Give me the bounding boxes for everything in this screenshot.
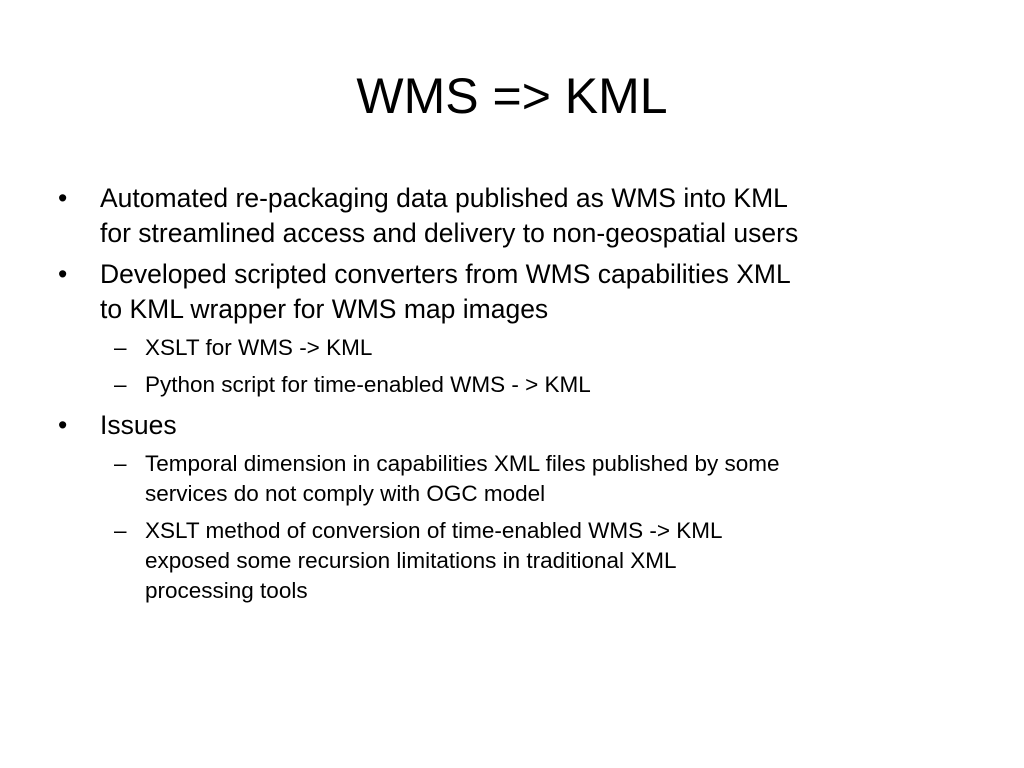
sub-bullet-item: – XSLT for WMS -> KML [58,333,978,363]
sub-bullet-text-line: processing tools [145,578,308,603]
dash-marker: – [114,451,127,476]
bullet-marker: • [58,259,68,289]
sub-bullet-item: – XSLT method of conversion of time-enab… [58,516,978,606]
bullet-item: • Developed scripted converters from WMS… [58,257,978,327]
dash-marker: – [114,518,127,543]
sub-bullet-text-line: services do not comply with OGC model [145,481,546,506]
dash-marker: – [114,335,127,360]
bullet-marker: • [58,183,68,213]
bullet-text-line: Automated re-packaging data published as… [100,183,788,213]
sub-bullet-item: – Temporal dimension in capabilities XML… [58,449,978,509]
dash-marker: – [114,372,127,397]
bullet-text-line: Issues [100,410,177,440]
bullet-marker: • [58,410,68,440]
sub-bullet-text: XSLT for WMS -> KML [145,335,373,360]
bullet-item: • Automated re-packaging data published … [58,181,978,251]
sub-bullet-text-line: Temporal dimension in capabilities XML f… [145,451,780,476]
slide-title: WMS => KML [356,68,668,124]
sub-bullet-text: Python script for time-enabled WMS - > K… [145,372,591,397]
bullet-text-line: Developed scripted converters from WMS c… [100,259,791,289]
bullet-text-line: to KML wrapper for WMS map images [100,294,549,324]
bullet-list: • Automated re-packaging data published … [58,181,978,614]
sub-bullet-item: – Python script for time-enabled WMS - >… [58,370,978,400]
bullet-text-line: for streamlined access and delivery to n… [100,218,799,248]
sub-bullet-text-line: exposed some recursion limitations in tr… [145,548,677,573]
sub-bullet-text-line: XSLT method of conversion of time-enable… [145,518,723,543]
bullet-item: • Issues [58,408,978,443]
